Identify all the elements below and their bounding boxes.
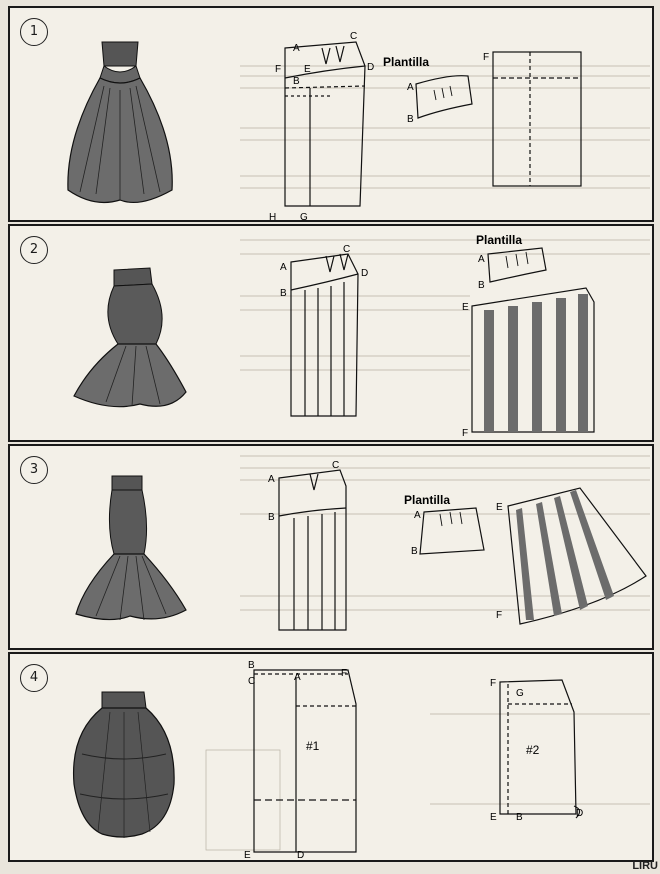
label-g: G [300, 212, 308, 223]
label-a: A [268, 474, 275, 485]
skirt-pattern-3 [278, 469, 347, 631]
panel-number: 4 [20, 664, 48, 692]
flared-pattern-3 [507, 487, 647, 625]
label-a: A [280, 262, 287, 273]
label-e: E [244, 850, 251, 861]
plantilla-label-a: A [478, 254, 485, 265]
piece-2-label: #2 [526, 743, 540, 757]
yoke-label-f: F [483, 52, 489, 63]
plantilla-label-b: B [411, 546, 418, 557]
label-f: F [496, 610, 502, 621]
panel-1-drawing: A C D E F B H G Plantilla A B F [67, 31, 650, 223]
label-b: B [280, 288, 287, 299]
skirt-illustration-4 [72, 691, 175, 838]
label-d: D [367, 62, 374, 73]
panel-1: 1 [8, 6, 654, 223]
label-f-2: F [490, 678, 496, 689]
balloon-pattern-2 [499, 679, 581, 819]
yoke-rectangle-1 [492, 51, 582, 187]
skirt-illustration-3 [75, 475, 187, 621]
label-f: F [462, 428, 468, 439]
skirt-illustration-2 [73, 267, 187, 408]
label-a: A [293, 43, 300, 54]
label-d: D [297, 850, 304, 861]
plantilla-title: Plantilla [383, 55, 429, 69]
label-f: F [341, 668, 347, 679]
label-b-2: B [516, 812, 523, 823]
plantilla-piece-2 [487, 247, 547, 283]
panel-3: 3 A C B Plantilla [8, 444, 654, 650]
label-e: E [304, 64, 311, 75]
skirt-pattern-2 [290, 253, 359, 417]
panel-4-drawing: B C A F E D #1 F G E B D #2 [72, 660, 650, 861]
panel-number: 2 [20, 236, 48, 264]
plantilla-title: Plantilla [404, 493, 450, 507]
label-c: C [332, 460, 339, 471]
label-b: B [293, 76, 300, 87]
label-b: B [268, 512, 275, 523]
plantilla-label-a: A [407, 82, 414, 93]
label-e: E [462, 302, 469, 313]
label-a: A [294, 672, 301, 683]
label-c: C [248, 676, 255, 687]
piece-1-label: #1 [306, 739, 320, 753]
label-e: E [496, 502, 503, 513]
plantilla-label-b: B [407, 114, 414, 125]
label-c: C [350, 31, 357, 42]
panel-3-drawing: A C B Plantilla A B E F [75, 455, 650, 631]
plantilla-piece-3 [419, 507, 485, 555]
label-g-2: G [516, 688, 524, 699]
skirt-pattern-1 [284, 41, 366, 207]
stripe-pattern-2 [471, 287, 595, 433]
skirt-illustration-1 [67, 41, 173, 203]
plantilla-label-b: B [478, 280, 485, 291]
label-d: D [361, 268, 368, 279]
watermark: LIRU [632, 860, 658, 872]
plantilla-label-a: A [414, 510, 421, 521]
panel-4: 4 B C A F E D [8, 652, 654, 862]
balloon-pattern-1 [253, 669, 357, 853]
plantilla-title: Plantilla [476, 233, 522, 247]
label-c: C [343, 244, 350, 255]
label-h: H [269, 212, 276, 223]
label-d-2: D [576, 808, 583, 819]
label-f: F [275, 64, 281, 75]
panel-2: 2 A C D B Plant [8, 224, 654, 442]
panel-number: 3 [20, 456, 48, 484]
label-e-2: E [490, 812, 497, 823]
panel-2-drawing: A C D B Plantilla A B E F [73, 233, 650, 439]
label-b: B [248, 660, 255, 671]
panel-number: 1 [20, 18, 48, 46]
plantilla-piece-1 [415, 75, 473, 119]
